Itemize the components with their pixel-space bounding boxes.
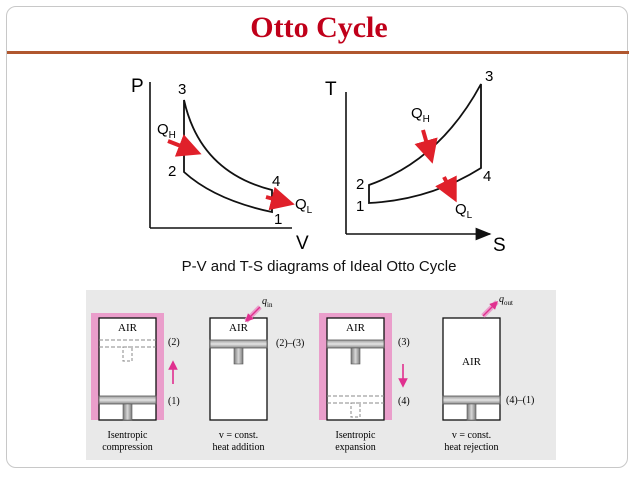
ts-state-3: 3 — [485, 68, 493, 85]
pv-ql-label: QL — [295, 196, 313, 216]
stage-caption-line1: v = const. — [452, 430, 491, 441]
piston-stage-4: AIR (4)–(1) qout v = const. heat rejecti… — [442, 294, 534, 453]
pv-state-3: 3 — [178, 81, 186, 98]
pv-qh-label: QH — [157, 121, 176, 141]
ts-qh-label: QH — [411, 105, 430, 125]
ts-cycle-loop — [368, 83, 482, 204]
piston-rod — [350, 347, 361, 365]
pv-cycle-loop — [183, 99, 273, 214]
piston-stage-2: AIR (2)–(3) qin v = const. heat addition — [209, 296, 304, 453]
piston-rod — [122, 403, 133, 421]
piston-head — [326, 339, 385, 349]
slide-title: Otto Cycle — [250, 11, 388, 44]
piston-head — [209, 339, 268, 349]
diagram-caption: P-V and T-S diagrams of Ideal Otto Cycle — [181, 258, 457, 275]
pv-state-4: 4 — [272, 173, 280, 190]
dashed-rod — [122, 346, 133, 362]
piston-head — [442, 395, 501, 405]
piston-stage-3: AIR (3) (4) Isentropic expansion — [319, 313, 410, 453]
pv-state-1: 1 — [274, 211, 282, 228]
piston-stage-1: AIR (2) (1) Isentropic compression — [91, 313, 180, 453]
pv-heat-in-arrow — [167, 134, 202, 157]
gas-label: AIR — [118, 322, 138, 334]
cylinder-wall — [209, 317, 268, 421]
ts-state-4: 4 — [483, 168, 491, 185]
heat-out-arrow — [482, 301, 498, 317]
pv-heat-out-arrow — [265, 186, 295, 211]
position-mark-3: (3) — [398, 337, 410, 348]
piston-head — [98, 395, 157, 405]
ts-y-axis-label: T — [325, 79, 337, 100]
position-mark-2-3: (2)–(3) — [276, 338, 304, 349]
position-mark-4: (4) — [398, 396, 410, 407]
piston-cylinder-panel: AIR (2) (1) Isentropic compression AIR (… — [91, 294, 534, 453]
heat-in-label: qin — [262, 296, 273, 309]
position-mark-2: (2) — [168, 337, 180, 348]
position-mark-1: (1) — [168, 396, 180, 407]
title-divider — [7, 51, 629, 54]
pv-x-axis-label: V — [296, 233, 309, 254]
stage-caption-line2: expansion — [335, 442, 376, 453]
ts-ql-label: QL — [455, 201, 473, 221]
dashed-rod — [350, 402, 361, 418]
pv-ts-diagrams: P V 3 2 4 1 QH QL T S 3 4 2 1 QH QL — [131, 68, 506, 256]
piston-rod — [233, 347, 244, 365]
piston-rod — [466, 403, 477, 421]
stage-caption-line2: compression — [102, 442, 153, 453]
pv-y-axis-label: P — [131, 76, 144, 97]
stage-caption-line1: v = const. — [219, 430, 258, 441]
ts-state-1: 1 — [356, 198, 364, 215]
pv-state-2: 2 — [168, 163, 176, 180]
ts-x-axis-label: S — [493, 235, 506, 256]
ts-heat-in-arrow — [414, 129, 438, 164]
heat-in-arrow — [245, 306, 261, 322]
ts-heat-out-arrow — [435, 175, 457, 203]
stage-caption-line1: Isentropic — [336, 430, 377, 441]
ts-state-2: 2 — [356, 176, 364, 193]
pv-diagram: P V 3 2 4 1 QH QL — [131, 76, 313, 254]
stage-caption-line2: heat rejection — [444, 442, 498, 453]
heat-out-label: qout — [499, 294, 513, 307]
gas-label: AIR — [462, 356, 482, 368]
stage-caption-line1: Isentropic — [108, 430, 149, 441]
gas-label: AIR — [229, 322, 249, 334]
ts-diagram: T S 3 4 2 1 QH QL — [325, 68, 506, 256]
stage-caption-line2: heat addition — [213, 442, 265, 453]
gas-label: AIR — [346, 322, 366, 334]
position-mark-4-1: (4)–(1) — [506, 395, 534, 406]
